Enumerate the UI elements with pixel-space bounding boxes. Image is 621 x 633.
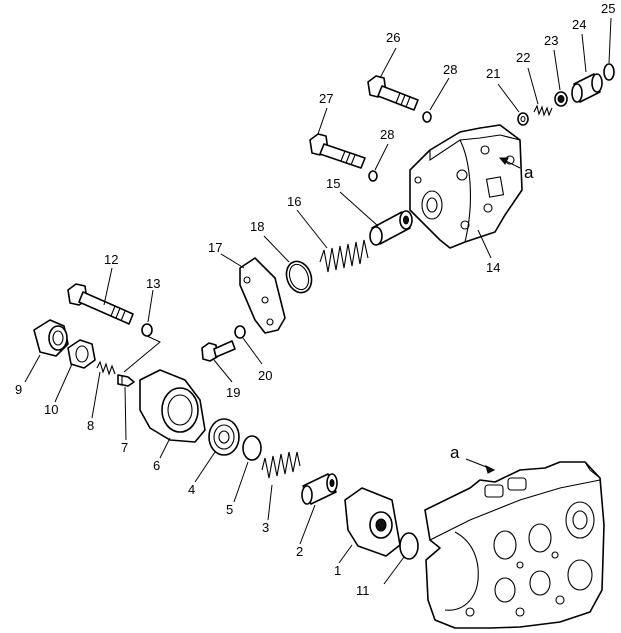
callout-28-lower: 28: [380, 127, 394, 142]
poppet-23: [554, 91, 568, 107]
callout-21: 21: [486, 66, 500, 81]
piston-15: [369, 210, 413, 246]
callout-5: 5: [226, 502, 233, 517]
block-1: [344, 487, 401, 557]
callout-11: 11: [356, 583, 370, 598]
callout-25: 25: [601, 1, 615, 16]
o-ring-5: [242, 435, 262, 461]
callout-13: 13: [146, 276, 160, 291]
spring-16: [319, 239, 369, 273]
callout-20: 20: [258, 368, 272, 383]
callout-23: 23: [544, 33, 558, 48]
callout-15: 15: [326, 176, 340, 191]
o-ring-25: [603, 63, 615, 81]
callout-26: 26: [386, 30, 400, 45]
pin-7: [117, 374, 135, 387]
callout-19: 19: [226, 385, 240, 400]
washer-21: [517, 112, 529, 126]
callout-3: 3: [262, 520, 269, 535]
spool-2: [301, 473, 338, 505]
o-ring-18: [285, 260, 313, 294]
callout-18: 18: [250, 219, 264, 234]
callout-4: 4: [188, 482, 195, 497]
callout-24: 24: [572, 17, 586, 32]
washer-20: [234, 325, 246, 339]
cap-nut-9: [33, 319, 69, 357]
spring-8: [96, 360, 116, 376]
callout-17: 17: [208, 240, 222, 255]
callout-9: 9: [15, 382, 22, 397]
assembly-line-13-7: [123, 335, 161, 373]
reference-mark-a-upper: a: [524, 163, 534, 182]
spring-3: [261, 451, 301, 479]
spring-22: [533, 104, 553, 117]
callout-labels: 1 2 3 4 5 6 7 8 9 10 11 12 13 14 15 16 1…: [15, 1, 615, 598]
callout-28-upper: 28: [443, 62, 457, 77]
callout-6: 6: [153, 458, 160, 473]
callout-27: 27: [319, 91, 333, 106]
washer-13: [141, 323, 153, 337]
retainer-4: [208, 418, 240, 456]
washer-28-lower: [368, 170, 378, 182]
callout-7: 7: [121, 440, 128, 455]
callout-14: 14: [486, 260, 500, 275]
callout-16: 16: [287, 194, 301, 209]
o-ring-11: [399, 532, 419, 560]
housing-6: [139, 369, 206, 443]
callout-10: 10: [44, 402, 58, 417]
main-valve-body: [424, 461, 605, 629]
callout-12: 12: [104, 252, 118, 267]
leader-lines: [24, 17, 612, 585]
callout-22: 22: [516, 50, 530, 65]
callout-2: 2: [296, 544, 303, 559]
reference-mark-a-lower: a: [450, 443, 460, 462]
sleeve-24: [571, 73, 603, 103]
callout-8: 8: [87, 418, 94, 433]
bolt-19: [201, 340, 236, 362]
bolt-26: [367, 75, 419, 111]
nut-10: [67, 339, 96, 369]
bolt-27: [309, 133, 366, 169]
bolt-12: [67, 283, 134, 325]
upper-valve-body: [409, 124, 523, 249]
washer-28-upper: [422, 111, 432, 123]
cover-plate-17: [239, 257, 286, 334]
callout-1: 1: [334, 563, 341, 578]
